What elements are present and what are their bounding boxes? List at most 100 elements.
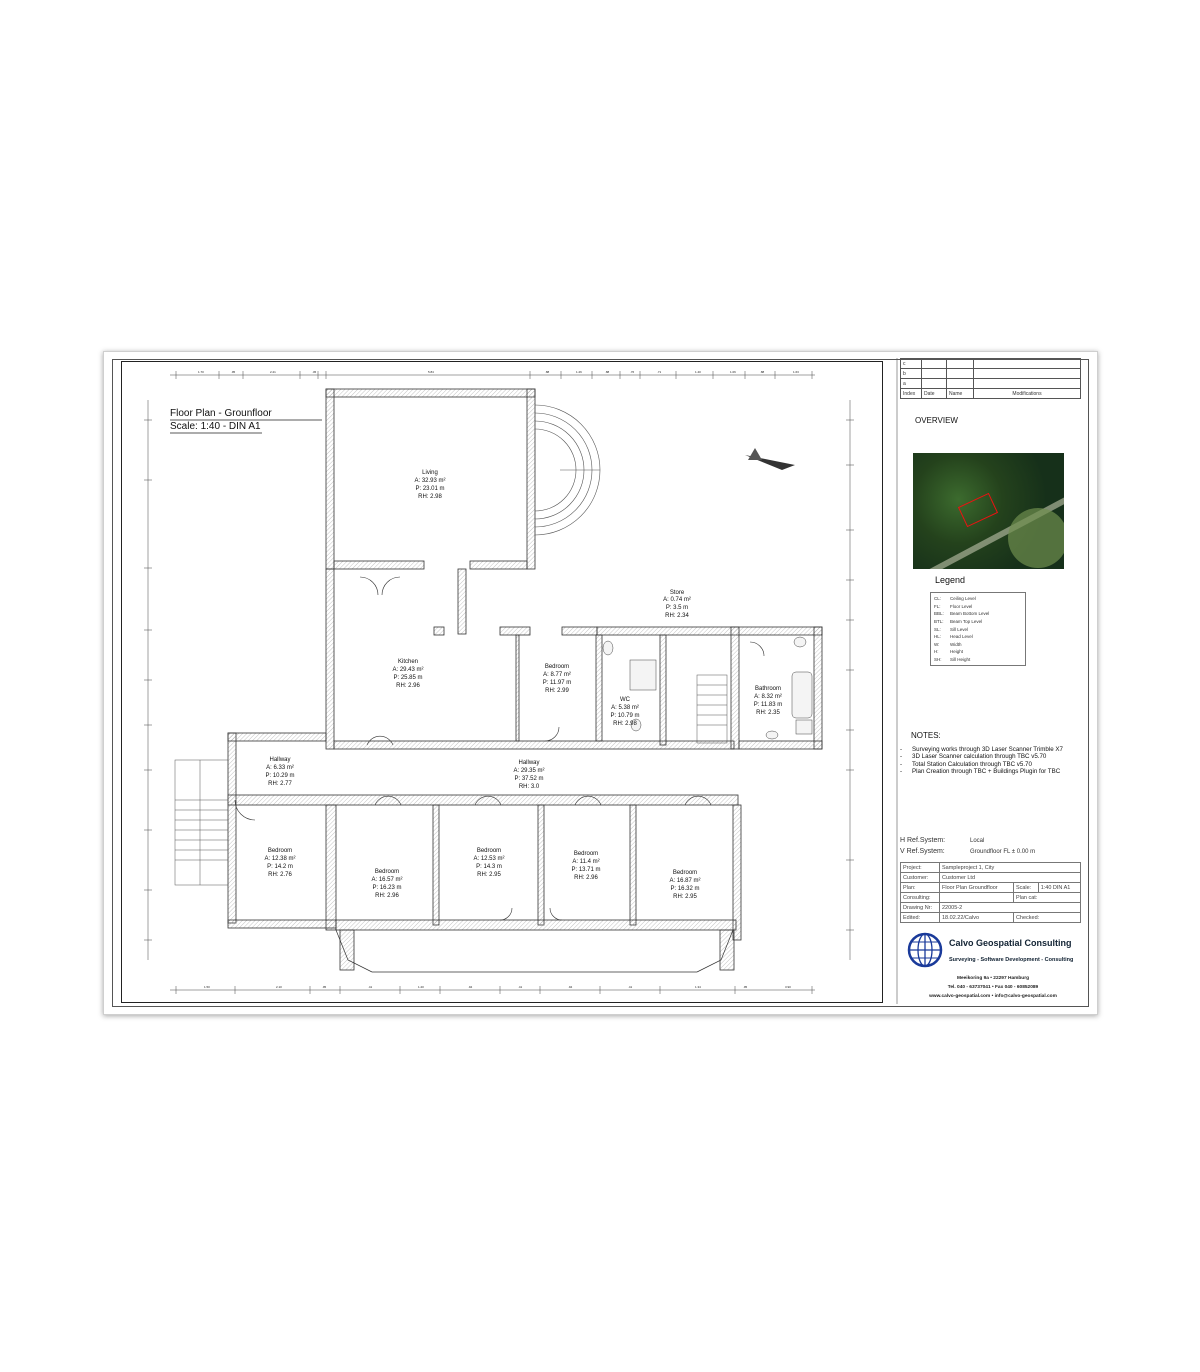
plancat-label: Plan cat:	[1012, 892, 1082, 903]
revision-index: a	[900, 378, 922, 389]
room-bedroom-small: Bedroom A: 8.77 m² P: 11.97 m RH: 2.99	[543, 664, 572, 694]
room-perimeter: P: 16.23 m	[372, 885, 401, 891]
revision-index: c	[900, 358, 922, 369]
room-height: RH: 2.98	[418, 494, 442, 500]
notes-heading: NOTES:	[911, 731, 941, 740]
scale-label: Scale:	[1012, 882, 1039, 893]
room-area: A: 32.93 m²	[414, 478, 445, 484]
room-area: A: 6.33 m²	[266, 765, 294, 771]
room-name: Hallway	[269, 757, 290, 763]
dim-label: 1.63	[793, 370, 799, 374]
room-store: Store A: 0.74 m² P: 3.5 m RH: 2.34	[663, 590, 691, 619]
dim-label: .41	[628, 985, 633, 989]
aerial-overview-image	[913, 453, 1064, 569]
room-height: RH: 2.96	[396, 683, 420, 689]
dim-label: 3.90	[785, 985, 791, 989]
legend-label: Floor Level	[950, 603, 973, 609]
scale-value: 1:40 DIN A1	[1037, 882, 1082, 893]
room-area: A: 29.35 m²	[513, 768, 544, 774]
legend-item: SH: Sill Height	[934, 656, 1022, 664]
room-name: Living	[422, 470, 438, 476]
room-name: Bedroom	[545, 664, 569, 670]
room-area: A: 12.38 m²	[264, 856, 295, 862]
dimension-ticks	[144, 371, 854, 994]
legend-key: CL:	[934, 596, 942, 602]
staircases	[174, 674, 728, 886]
h-ref-system: H Ref.System:Local	[900, 837, 984, 844]
room-perimeter: P: 3.5 m	[666, 605, 688, 611]
room-height: RH: 2.77	[268, 781, 292, 787]
sheet-frame	[112, 359, 1089, 1007]
room-area: A: 8.32 m²	[754, 694, 782, 700]
legend-item: W: Width	[934, 641, 1022, 649]
legend-item: BBL:Beam Bottom Level	[934, 610, 1022, 618]
dim-label: 1.40	[695, 370, 701, 374]
room-name: Bedroom	[375, 869, 399, 875]
company-logo-block: Calvo Geospatial Consulting Surveying - …	[905, 930, 1081, 974]
room-height: RH: 2.96	[574, 875, 598, 881]
room-area: A: 5.38 m²	[611, 705, 639, 711]
room-bathroom: Bathroom A: 8.32 m² P: 11.83 m RH: 2.35	[754, 686, 783, 716]
project-value: Sampleproject 1, City	[939, 862, 1081, 873]
aerial-clearing	[1008, 508, 1064, 568]
note-item: Surveying works through 3D Laser Scanner…	[898, 746, 1073, 754]
company-name: Calvo Geospatial Consulting	[949, 938, 1072, 948]
plan-label: Plan:	[900, 882, 940, 893]
room-bedroom-3: Bedroom A: 12.53 m² P: 14.3 m RH: 2.95	[473, 848, 504, 878]
legend-key: W:	[934, 641, 940, 647]
globe-logo-icon	[907, 932, 943, 968]
company-phone: Tel. 040 - 63737041 • Fax 040 - 60852089	[947, 985, 1039, 990]
room-perimeter: P: 11.97 m	[543, 680, 572, 686]
legend-item: CL:Ceiling Level	[934, 595, 1022, 603]
legend-key: HL:	[934, 634, 942, 640]
dim-label: .88	[605, 370, 610, 374]
revision-table: c b a Index Date Name Modifications	[900, 358, 1081, 399]
room-perimeter: P: 23.01 m	[415, 486, 444, 492]
legend-label: Height	[950, 649, 964, 655]
dim-label: .71	[657, 370, 662, 374]
v-ref-label: V Ref.System:	[900, 848, 945, 855]
h-ref-label: H Ref.System:	[900, 837, 946, 844]
note-item: Total Station Calculation through TBC v5…	[898, 761, 1073, 769]
room-height: RH: 3.0	[519, 784, 540, 790]
room-height: RH: 2.98	[613, 721, 637, 727]
revision-row: b	[900, 368, 1081, 379]
terrace-steps	[534, 404, 601, 536]
customer-value: Customer Ltd	[939, 872, 1081, 883]
revision-row: a	[900, 378, 1081, 389]
room-wc: WC A: 5.38 m² P: 10.79 m RH: 2.98	[610, 697, 639, 727]
room-area: A: 16.87 m²	[669, 878, 700, 884]
walls	[227, 388, 823, 971]
room-perimeter: P: 11.83 m	[754, 702, 783, 708]
legend-key: FL:	[934, 603, 941, 609]
dim-label: .88	[545, 370, 550, 374]
room-perimeter: P: 37.52 m	[514, 776, 543, 782]
room-name: Bedroom	[574, 851, 598, 857]
dim-label: 1.26	[576, 370, 582, 374]
fixtures	[602, 636, 813, 740]
edited-value: 18.02.22/Calvo	[939, 912, 1014, 923]
dim-label: .45	[312, 370, 317, 374]
legend-label: Sill Height	[950, 657, 971, 663]
project-info-table: Project:Sampleproject 1, City Customer:C…	[900, 862, 1082, 923]
legend-label: Beam Top Level	[950, 619, 983, 625]
room-area: A: 29.43 m²	[392, 667, 423, 673]
room-perimeter: P: 13.71 m	[571, 867, 600, 873]
room-name: Bedroom	[477, 848, 501, 854]
dim-label: .95	[231, 370, 236, 374]
legend-key: SH:	[934, 657, 942, 663]
v-ref-value: Groundfloor FL ± 0.00 m	[970, 849, 1036, 855]
legend-key: H:	[934, 649, 939, 655]
v-ref-system: V Ref.System: Groundfloor FL ± 0.00 m	[900, 848, 1035, 855]
room-hallway-main: Hallway A: 29.35 m² P: 37.52 m RH: 3.0	[513, 760, 544, 790]
legend-label: Width	[950, 641, 962, 647]
dimension-lines	[147, 374, 851, 991]
room-living: Living A: 32.93 m² P: 23.01 m RH: 2.98	[414, 470, 445, 500]
room-perimeter: P: 14.2 m	[267, 864, 293, 870]
dim-label: .88	[760, 370, 765, 374]
customer-label: Customer:	[900, 872, 940, 883]
revision-header: Index Date Name Modifications	[900, 388, 1081, 399]
room-name: Bathroom	[755, 686, 781, 692]
dim-label: .94	[568, 985, 573, 989]
room-height: RH: 2.95	[477, 872, 501, 878]
